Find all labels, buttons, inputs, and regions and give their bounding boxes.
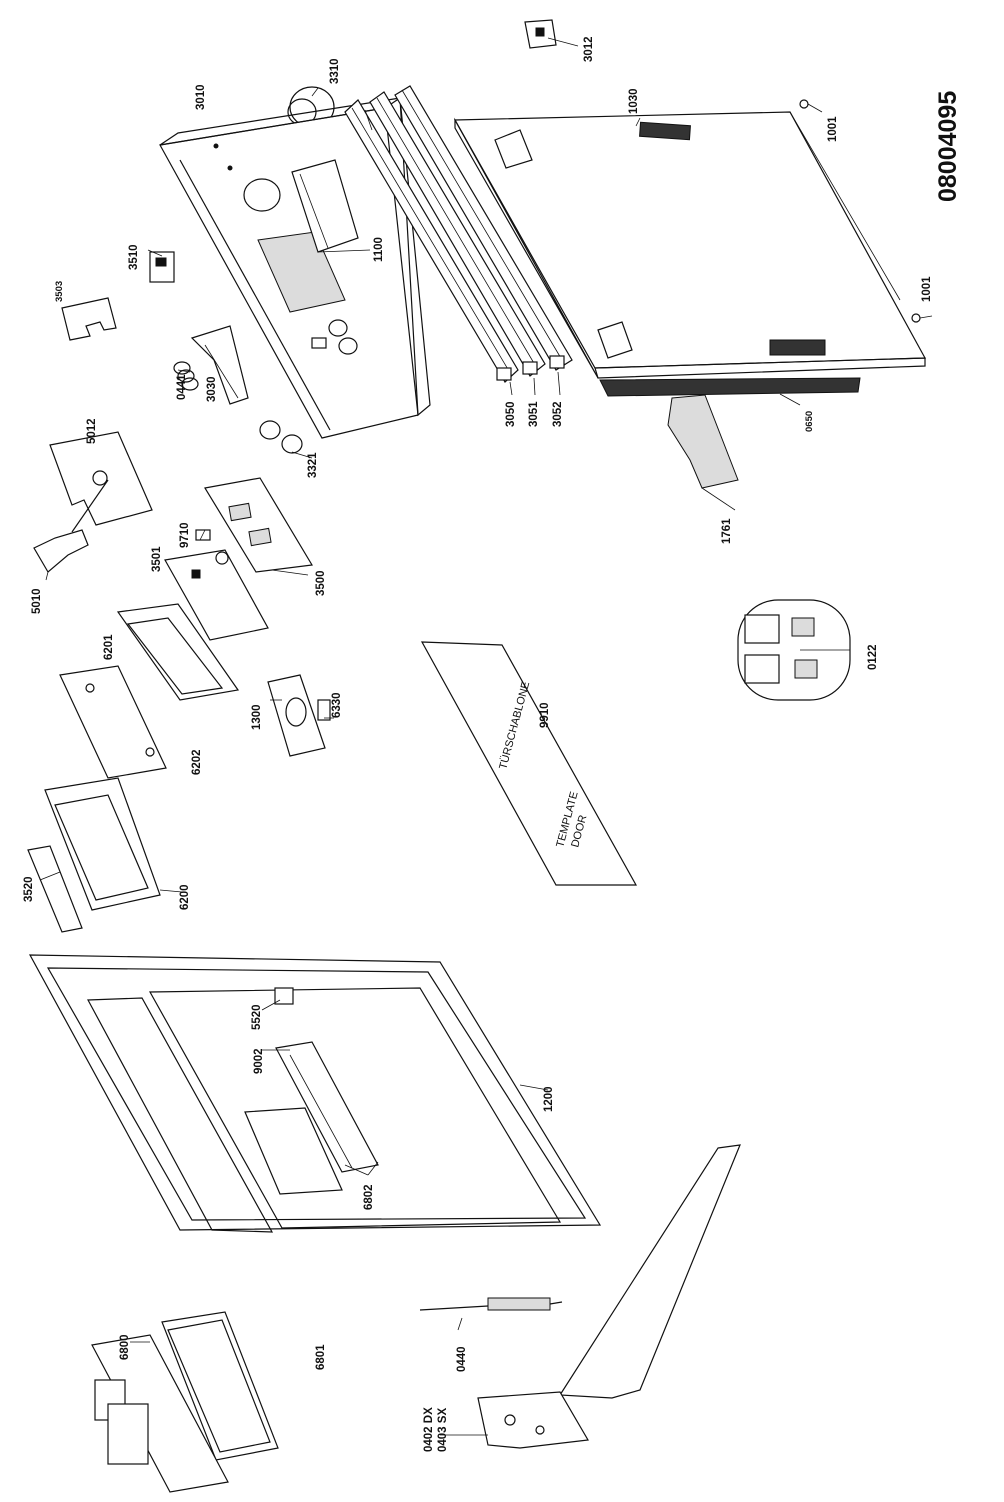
label-3501: 3501: [151, 546, 163, 572]
label-3012: 3012: [583, 36, 595, 62]
part-0441-spring: [173, 361, 199, 391]
label-3503: 3503: [54, 281, 65, 302]
label-0402-dx: 0402 DX: [423, 1407, 435, 1452]
label-1001-bottom: 1001: [921, 276, 933, 302]
part-6202-cover: [59, 665, 167, 779]
part-6801-gasket: [161, 1311, 279, 1461]
part-6200-dispenser: [44, 777, 161, 911]
part-1761-insulation: [667, 394, 739, 489]
part-6201-housing: [116, 603, 240, 701]
label-1200: 1200: [543, 1086, 555, 1112]
part-1001-screw-top: [799, 99, 809, 109]
part-6330-microswitch: [317, 699, 331, 721]
part-3510-clip: [149, 251, 175, 283]
part-6800-dispenser-unit: [91, 1334, 229, 1493]
template-door-sheet: [420, 641, 638, 886]
template-number: 9910: [539, 702, 551, 728]
label-6201: 6201: [103, 634, 115, 660]
part-3501-circuit-board: [164, 549, 269, 641]
part-3520-cover-strip: [27, 845, 83, 933]
part-0650-seal-strip: [599, 377, 861, 397]
label-5010: 5010: [31, 588, 43, 614]
label-3051: 3051: [528, 401, 540, 427]
label-3030: 3030: [206, 376, 218, 402]
part-1030-outer-panel: [453, 111, 926, 379]
label-0650: 0650: [804, 411, 815, 432]
label-0122: 0122: [867, 644, 879, 670]
label-3010: 3010: [195, 84, 207, 110]
part-3051-rail: [369, 91, 546, 377]
part-1001-screw-bottom: [911, 313, 921, 323]
label-0403-sx: 0403 SX: [437, 1408, 449, 1452]
part-1100-display-window: [291, 159, 359, 253]
label-5520: 5520: [251, 1004, 263, 1030]
label-1001-top: 1001: [827, 116, 839, 142]
part-9710-chip: [195, 529, 211, 541]
part-0440-spring: [419, 1297, 563, 1311]
part-3012-bracket: [524, 19, 557, 49]
label-0440: 0440: [456, 1346, 468, 1372]
part-5012-hinge-plate: [49, 431, 153, 526]
part-0122-small-parts-bag: [737, 599, 851, 701]
label-3052: 3052: [552, 401, 564, 427]
template-text-line3: TÜRSCHABLONE: [497, 680, 532, 770]
label-6800: 6800: [119, 1334, 131, 1360]
label-1100: 1100: [373, 237, 385, 262]
label-1761: 1761: [721, 518, 733, 544]
part-3500-control-module: [204, 477, 313, 573]
part-1300-door-lock: [267, 674, 326, 757]
part-3503-plate: [61, 297, 117, 341]
part-3050-rail: [344, 99, 519, 383]
label-1030: 1030: [628, 88, 640, 114]
part-3321-buttons: [259, 420, 303, 454]
label-6200: 6200: [179, 884, 191, 910]
label-3500: 3500: [315, 570, 327, 596]
part-0402-0403-hinge: [477, 1144, 741, 1449]
label-9710: 9710: [179, 522, 191, 548]
label-6330: 6330: [331, 692, 343, 718]
part-3010-control-panel: [159, 97, 431, 439]
label-3510: 3510: [128, 244, 140, 270]
label-6802: 6802: [363, 1184, 375, 1210]
part-3030-bracket: [190, 325, 249, 405]
label-0441: 0441: [176, 374, 188, 400]
label-3050: 3050: [505, 401, 517, 427]
label-6202: 6202: [191, 749, 203, 775]
label-3321: 3321: [307, 452, 319, 478]
document-code: 08004095: [934, 91, 962, 202]
leader-lines: [39, 37, 933, 1436]
part-9002-bracket: [275, 1041, 379, 1173]
label-3310: 3310: [329, 58, 341, 84]
label-5012: 5012: [86, 418, 98, 444]
label-1300: 1300: [251, 704, 263, 730]
label-6801: 6801: [315, 1344, 327, 1370]
part-3052-rail: [394, 85, 573, 371]
label-3520: 3520: [23, 876, 35, 902]
part-labels: 3012 3310 3010 1030 1001 1001 3510 3503 …: [23, 36, 933, 1452]
label-9002: 9002: [253, 1048, 265, 1074]
